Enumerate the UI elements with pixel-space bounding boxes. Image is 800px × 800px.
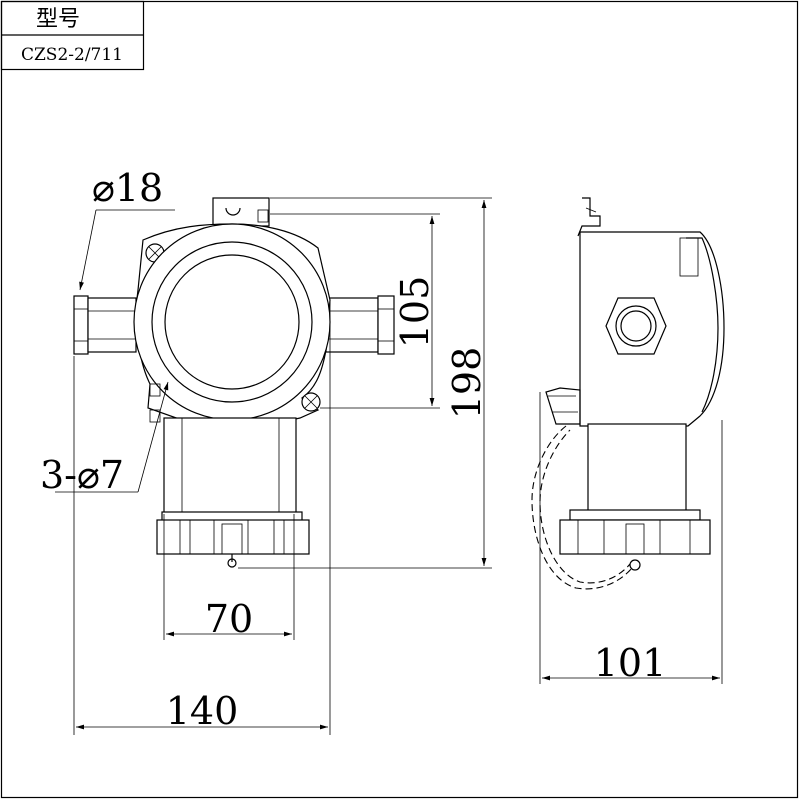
title-block-model: CZS2-2/711	[21, 45, 123, 65]
side-view	[531, 197, 725, 590]
title-block-header: 型号	[36, 7, 80, 32]
dim-width-overall: 140	[166, 689, 239, 733]
dim-hole-diameter: ⌀18	[92, 166, 163, 210]
front-cover-window	[164, 254, 300, 390]
dim-width-inner: 70	[205, 597, 253, 641]
front-cover-outer	[133, 223, 331, 421]
right-cable-gland	[325, 295, 395, 355]
title-block: 型号 CZS2-2/711	[0, 0, 145, 71]
side-stem	[587, 423, 687, 515]
cap-chain	[531, 425, 633, 590]
socket-flange	[156, 511, 310, 568]
lower-stem	[163, 417, 297, 515]
dim-mount-holes: 3-⌀7	[40, 453, 124, 497]
dimension-lines	[55, 197, 723, 735]
dim-height-mount: 105	[393, 276, 437, 349]
front-cover-ring	[151, 241, 313, 403]
dim-height-overall: 198	[445, 347, 489, 420]
dim-depth: 101	[594, 641, 667, 685]
front-view	[73, 197, 395, 568]
top-mounting-tab	[212, 197, 270, 227]
left-cable-gland	[73, 295, 137, 355]
